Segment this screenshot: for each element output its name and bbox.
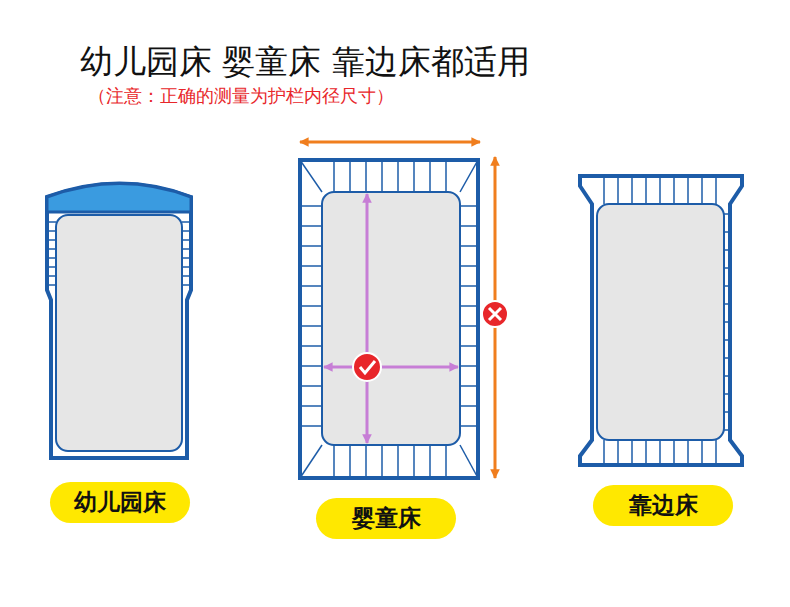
- bed-type-label: 幼儿园床: [50, 482, 190, 523]
- kindergarten-bed: [47, 184, 191, 459]
- bed-type-label: 靠边床: [593, 485, 733, 526]
- label-text: 靠边床: [629, 490, 698, 521]
- wall-bed: [580, 176, 742, 465]
- label-text: 幼儿园床: [74, 487, 166, 518]
- label-text: 婴童床: [352, 503, 421, 534]
- note: （注意：正确的测量为护栏内径尺寸）: [88, 84, 394, 108]
- crib: [300, 142, 508, 478]
- bed-type-label: 婴童床: [316, 498, 456, 539]
- title: 幼儿园床 婴童床 靠边床都适用: [80, 40, 530, 85]
